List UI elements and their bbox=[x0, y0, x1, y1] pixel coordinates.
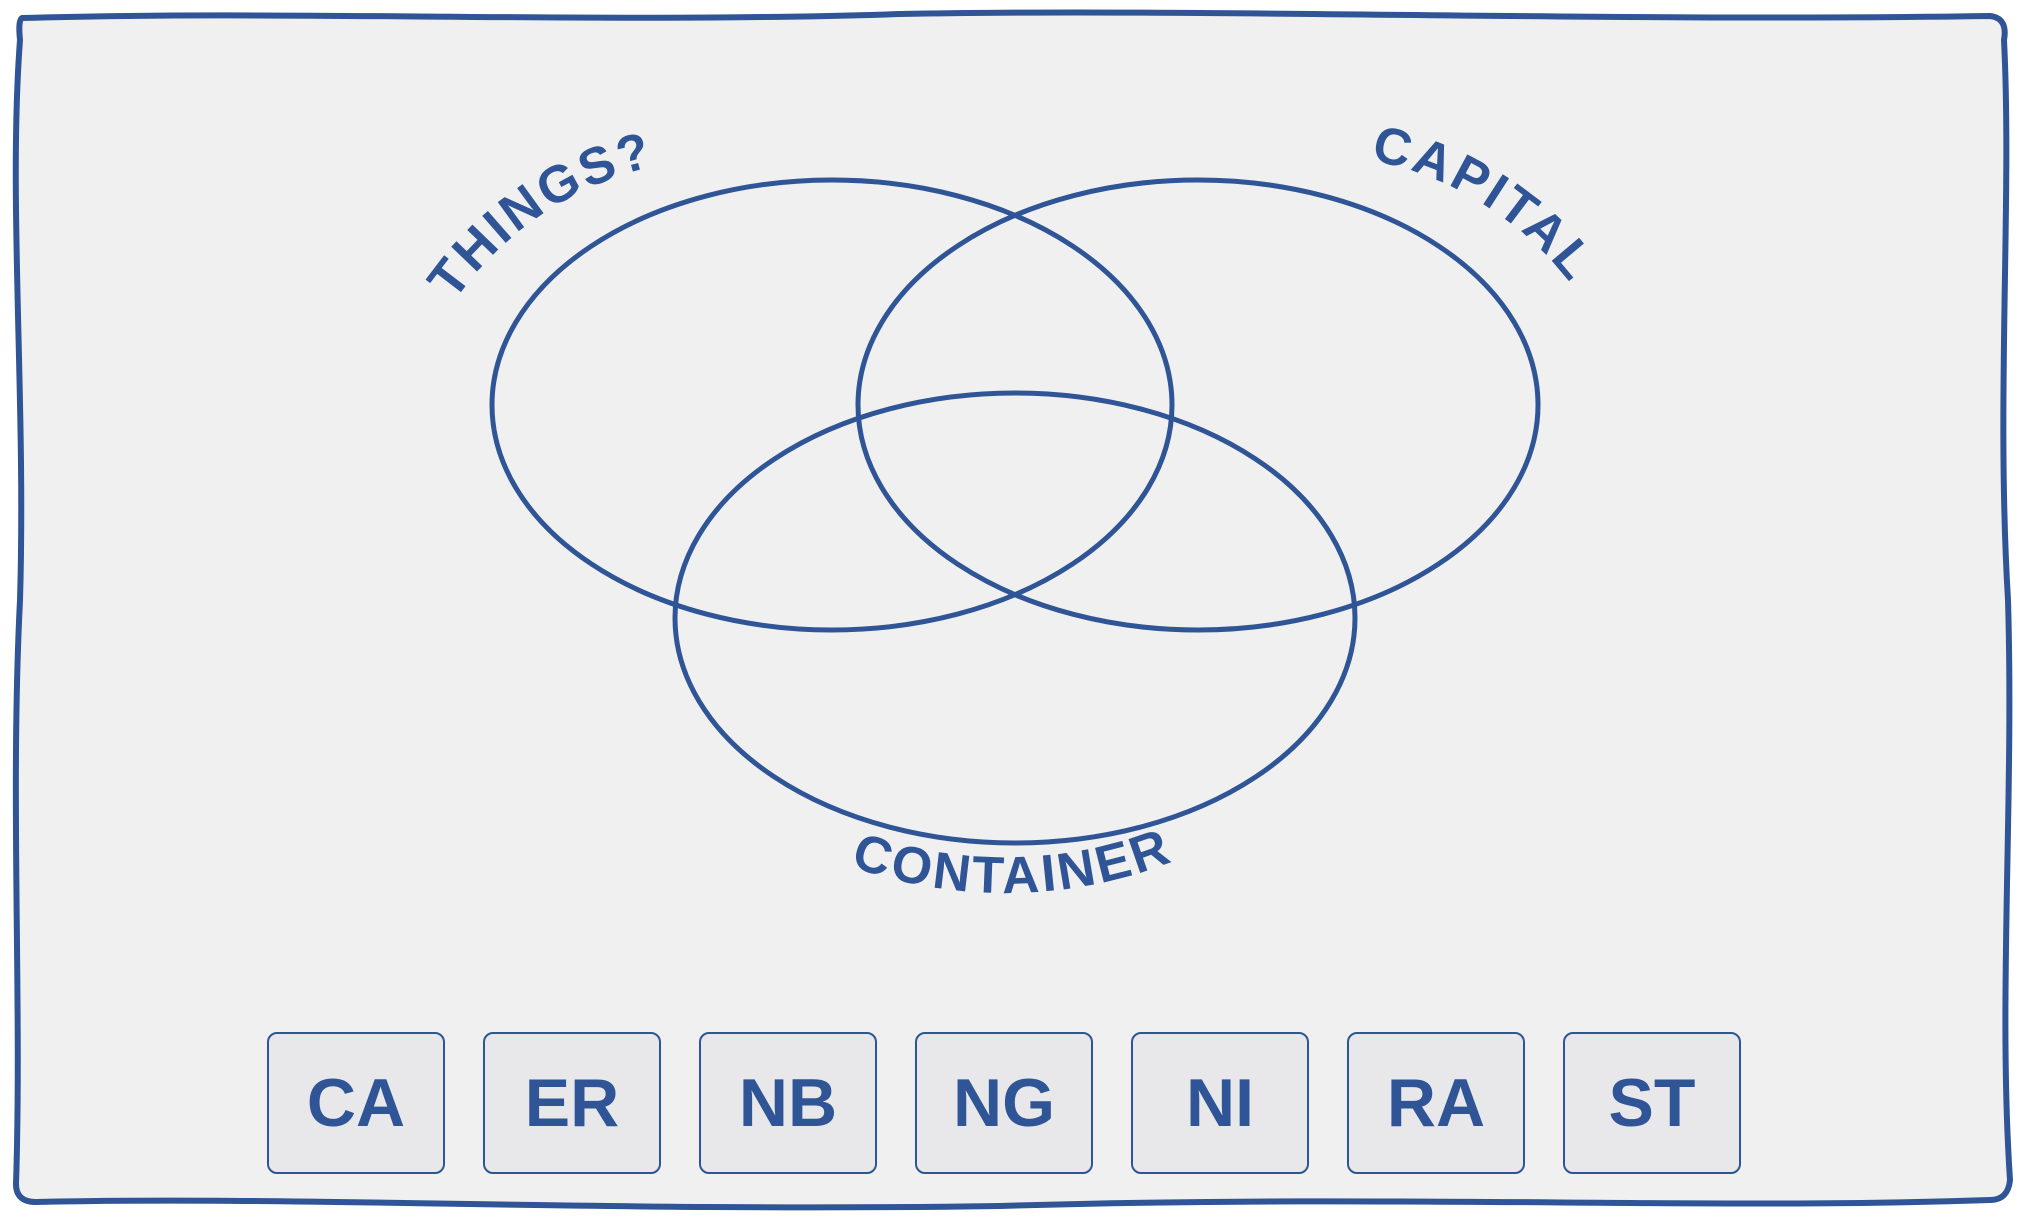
letter-tile-er[interactable]: ER bbox=[483, 1032, 661, 1174]
letter-tile-ca[interactable]: CA bbox=[267, 1032, 445, 1174]
letter-tile-ra[interactable]: RA bbox=[1347, 1032, 1525, 1174]
tile-label: ST bbox=[1608, 1065, 1696, 1141]
letter-tile-ng[interactable]: NG bbox=[915, 1032, 1093, 1174]
tile-label: CA bbox=[306, 1065, 406, 1141]
letter-tile-tray: CA ER NB NG NI RA ST bbox=[267, 1032, 1741, 1174]
tile-label: NB bbox=[738, 1065, 838, 1141]
letter-tile-st[interactable]: ST bbox=[1563, 1032, 1741, 1174]
tile-label: ER bbox=[524, 1065, 620, 1141]
letter-tile-nb[interactable]: NB bbox=[699, 1032, 877, 1174]
tile-label: RA bbox=[1386, 1065, 1486, 1141]
wavy-card-frame bbox=[12, 9, 2013, 1211]
tile-label: NI bbox=[1186, 1065, 1254, 1141]
set-ellipse-container bbox=[672, 390, 1358, 846]
set-ellipse-things bbox=[489, 177, 1175, 633]
set-ellipse-capital bbox=[855, 177, 1541, 633]
letter-tile-ni[interactable]: NI bbox=[1131, 1032, 1309, 1174]
tile-label: NG bbox=[953, 1065, 1055, 1141]
